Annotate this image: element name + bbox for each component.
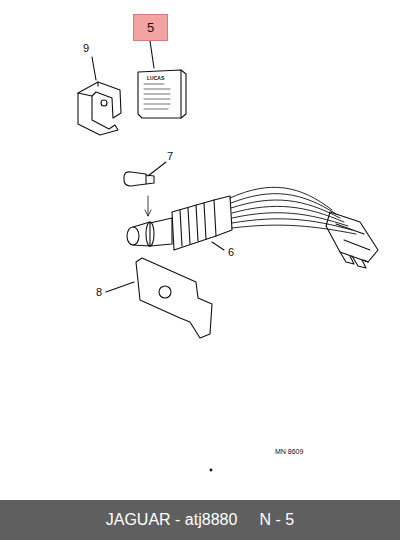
node-text: 5	[147, 20, 154, 35]
brand-mark: LUCAS	[146, 76, 165, 81]
mounting-plate	[136, 258, 212, 338]
dot	[210, 469, 212, 471]
callout-number: 8	[95, 287, 103, 298]
callout-number: 6	[227, 247, 235, 258]
relay	[138, 70, 186, 118]
leader-line	[212, 242, 224, 250]
bracket	[78, 82, 121, 135]
leader-line	[148, 162, 166, 176]
drawing-number: MN 8609	[274, 448, 304, 455]
leader-line	[106, 282, 134, 292]
multi-plug	[326, 212, 378, 268]
switch	[127, 196, 232, 250]
callout-number: 7	[166, 151, 174, 162]
leader-line	[150, 41, 154, 68]
node-text: JAGUAR - atj8880 N - 5	[106, 511, 295, 529]
leader-line	[92, 57, 96, 80]
bulb	[124, 172, 154, 216]
wire-harness	[230, 187, 356, 234]
footer-band: JAGUAR - atj8880 N - 5	[0, 500, 400, 540]
callout-number: 9	[82, 43, 90, 54]
callout-box: 5	[133, 14, 168, 41]
